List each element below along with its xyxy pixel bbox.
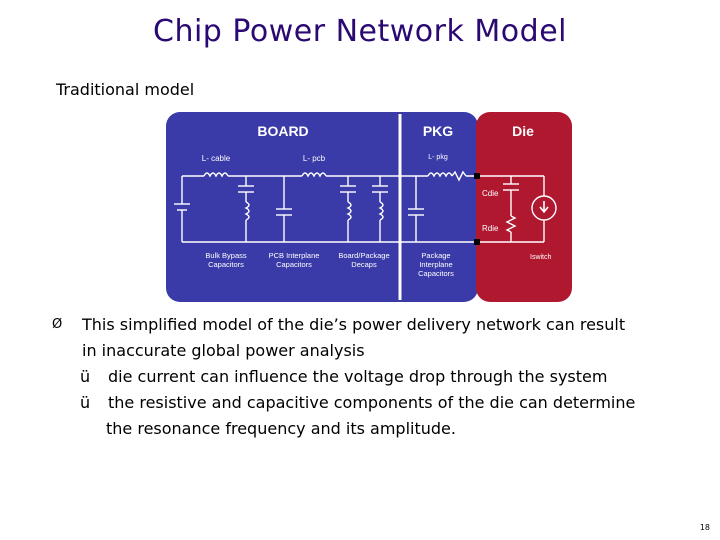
pkg-caption-3: Capacitors (418, 269, 454, 278)
die-header: Die (512, 123, 534, 139)
sub-bullet-2: ü the resistive and capacitive component… (52, 390, 692, 416)
decap-caption-1: Board/Package (338, 251, 389, 260)
l-pkg-label: L- pkg (428, 154, 448, 161)
check-bullet-icon: ü (80, 367, 91, 386)
cdie-label: Cdie (482, 189, 499, 198)
l-cable-label: L- cable (202, 154, 231, 163)
arrow-bullet-icon: Ø (52, 317, 63, 332)
slide-subtitle: Traditional model (56, 80, 195, 99)
page-number: 18 (699, 523, 710, 532)
iswitch-label: Iswitch (530, 254, 552, 261)
board-header: BOARD (257, 123, 308, 139)
sub-bullet-2-line-2: the resonance frequency and its amplitud… (106, 419, 456, 438)
pkg-caption-2: Interplane (419, 260, 452, 269)
pcb-caption-1: PCB Interplane (269, 251, 320, 260)
pkg-header: PKG (423, 123, 453, 139)
main-bullet-line-1: This simplified model of the die’s power… (82, 315, 626, 334)
bulk-caption-1: Bulk Bypass (205, 251, 247, 260)
power-network-diagram: BOARD PKG Die (166, 112, 572, 302)
decap-caption-2: Decaps (351, 260, 377, 269)
pcb-caption-2: Capacitors (276, 260, 312, 269)
circuit-wires (174, 170, 557, 243)
sub-bullet-2-continuation: the resonance frequency and its amplitud… (52, 416, 692, 442)
main-bullet: Ø This simplified model of the die’s pow… (52, 312, 692, 364)
die-node-top (474, 173, 480, 179)
rdie-label: Rdie (482, 224, 499, 233)
sub-bullet-2-line-1: the resistive and capacitive components … (108, 393, 636, 412)
l-pcb-label: L- pcb (303, 154, 326, 163)
current-source-arrow (539, 201, 549, 214)
check-bullet-icon: ü (80, 393, 91, 412)
sub-bullet-1: ü die current can influence the voltage … (52, 364, 692, 390)
sub-bullet-1-text: die current can influence the voltage dr… (108, 367, 608, 386)
slide-title: Chip Power Network Model (153, 14, 567, 49)
bulk-caption-2: Capacitors (208, 260, 244, 269)
main-bullet-line-2: in inaccurate global power analysis (82, 341, 365, 360)
bullet-list: Ø This simplified model of the die’s pow… (52, 312, 692, 442)
pkg-caption-1: Package (421, 251, 450, 260)
die-region (476, 112, 572, 302)
die-node-bottom (474, 239, 480, 245)
